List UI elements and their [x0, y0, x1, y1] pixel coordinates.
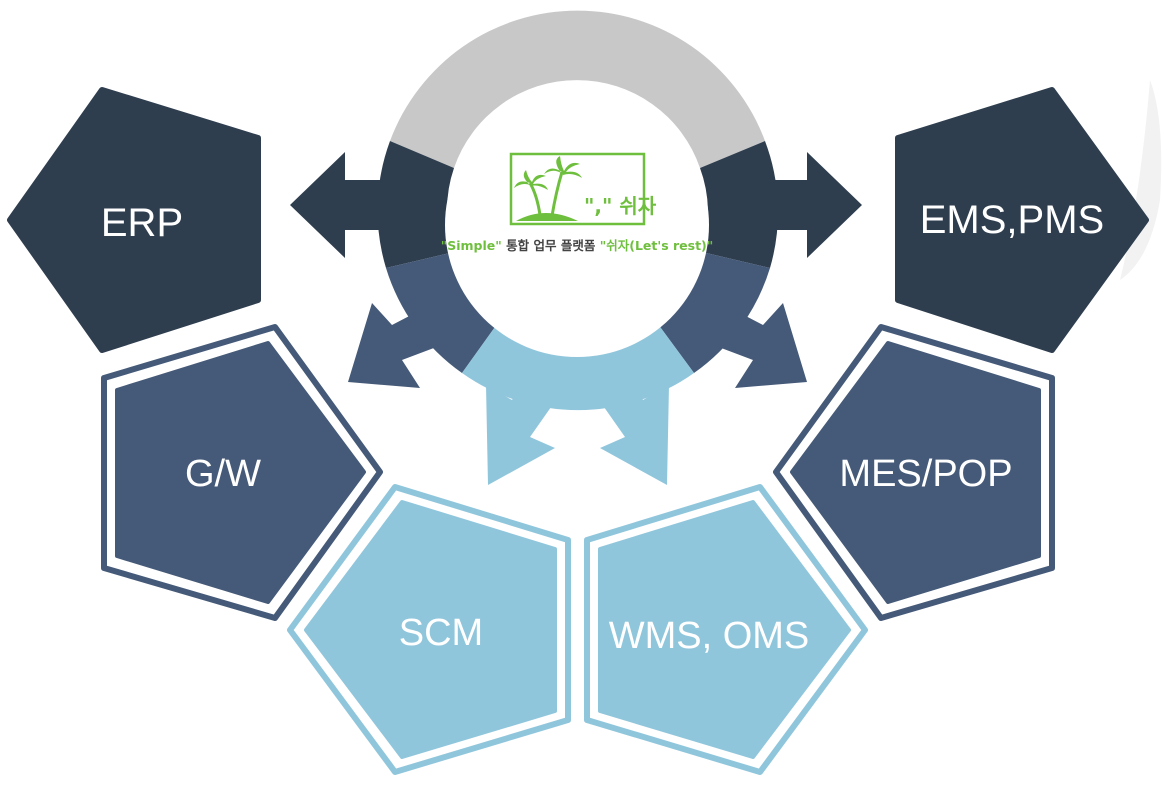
- module-erp: ERP: [7, 87, 261, 353]
- ring-left-dark-segment: [377, 141, 454, 268]
- wms-oms-pentagon: [598, 500, 851, 759]
- arrow-to-wms-oms: [585, 350, 669, 485]
- erp-pentagon: [7, 87, 261, 353]
- arrow-to-scm: [486, 350, 570, 485]
- ring-top-segment: [390, 10, 765, 168]
- module-gw: G/W: [101, 324, 383, 621]
- logo-text: "," 쉬자: [584, 194, 657, 218]
- wms-oms-label: WMS, OMS: [609, 615, 810, 657]
- island-icon: [516, 213, 578, 221]
- erp-label: ERP: [101, 201, 183, 245]
- scm-label: SCM: [399, 612, 483, 654]
- module-scm: SCM: [287, 484, 571, 775]
- background-swoosh: [1120, 80, 1162, 280]
- ring-right-dark-segment: [700, 141, 779, 268]
- arrow-to-mes-pop: [700, 300, 807, 388]
- module-wms-oms: WMS, OMS: [584, 484, 868, 775]
- gw-label: G/W: [185, 453, 261, 495]
- ems-pms-pentagon: [895, 87, 1149, 353]
- module-mes-pop: MES/POP: [773, 324, 1055, 621]
- mes-pop-label: MES/POP: [839, 453, 1012, 495]
- module-ems-pms: EMS,PMS: [895, 87, 1149, 353]
- arrow-to-ems-pms: [757, 152, 862, 258]
- ems-pms-label: EMS,PMS: [920, 198, 1104, 242]
- arrow-to-erp: [290, 152, 395, 258]
- tagline-brand: "쉬자(Let's rest)": [600, 238, 714, 253]
- hub-logo: "," 쉬자: [509, 152, 657, 226]
- gw-pentagon: [115, 341, 366, 604]
- hub-tagline: "Simple" 통합 업무 플랫폼 "쉬자(Let's rest)": [441, 238, 714, 253]
- tagline-simple: "Simple": [441, 238, 502, 253]
- arrow-to-gw: [348, 300, 455, 388]
- mes-pop-pentagon: [790, 341, 1041, 604]
- tagline-middle: 통합 업무 플랫폼: [502, 238, 600, 253]
- scm-pentagon: [304, 500, 557, 759]
